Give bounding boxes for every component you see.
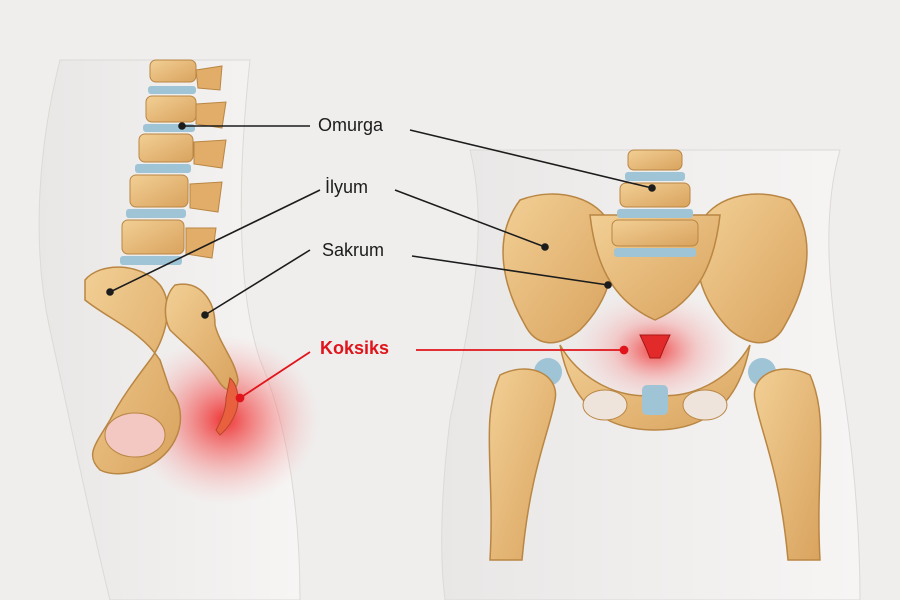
label-sacrum: Sakrum <box>322 240 385 260</box>
spine-leader-right <box>409 129 653 189</box>
leader-lines <box>106 122 656 319</box>
coccyx-leader-lines <box>235 345 629 403</box>
sacrum-leader-left <box>204 249 311 316</box>
pelvis-front <box>488 149 822 561</box>
label-ilium: İlyum <box>325 177 369 197</box>
ilium-leader-left <box>109 189 321 293</box>
sacrum-leader-right <box>411 255 609 286</box>
coccyx-front <box>639 334 671 359</box>
label-spine: Omurga <box>318 115 384 135</box>
coccyx-leader-left <box>239 351 311 399</box>
label-coccyx: Koksiks <box>320 338 390 358</box>
ilium-leader-right <box>394 189 546 248</box>
